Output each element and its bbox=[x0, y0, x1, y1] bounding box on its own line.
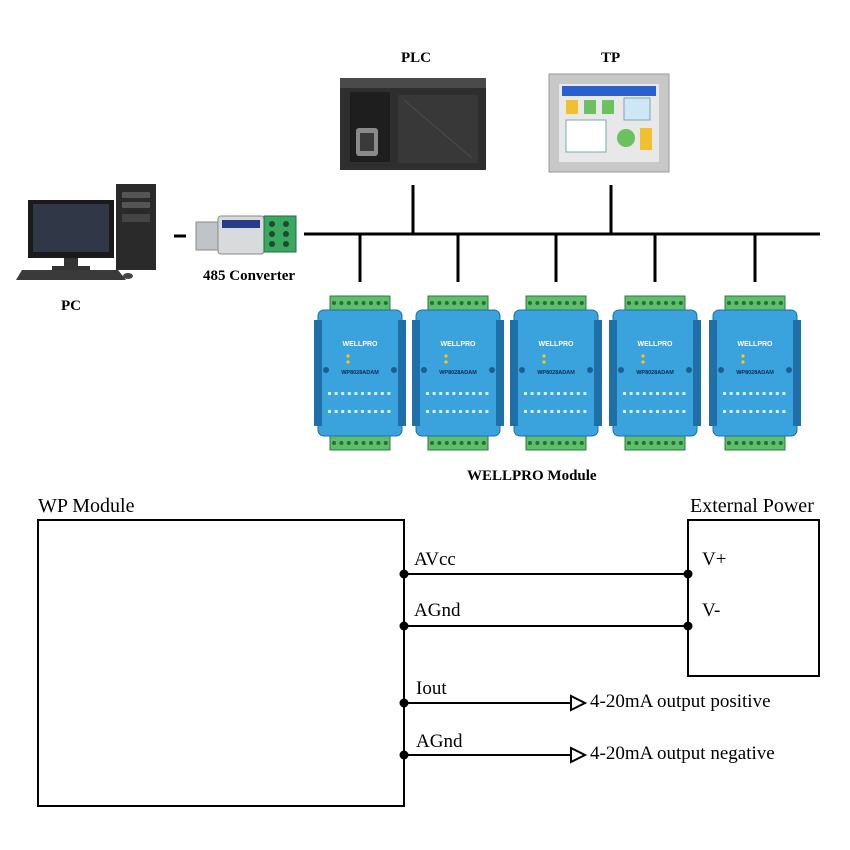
wellpro-module-icon: WELLPRO WP8028ADAM bbox=[709, 295, 801, 451]
module-brand: WELLPRO bbox=[638, 341, 674, 348]
module-brand: WELLPRO bbox=[539, 341, 575, 348]
external-power-label: External Power bbox=[690, 495, 814, 517]
pc-icon bbox=[16, 184, 156, 280]
wellpro-module-icon: WELLPRO WP8028ADAM bbox=[314, 295, 406, 451]
module-model: WP8028ADAM bbox=[439, 370, 477, 376]
vplus-label: V+ bbox=[702, 549, 727, 570]
wellpro-module-icon: WELLPRO WP8028ADAM bbox=[412, 295, 504, 451]
module-brand: WELLPRO bbox=[738, 341, 774, 348]
wp-module-box bbox=[37, 519, 405, 807]
module-model: WP8028ADAM bbox=[736, 370, 774, 376]
vminus-label: V- bbox=[702, 600, 721, 621]
converter-icon bbox=[195, 215, 297, 255]
wp-module-label: WP Module bbox=[38, 495, 135, 517]
converter-label: 485 Converter bbox=[203, 268, 296, 284]
iout-label: Iout bbox=[416, 678, 447, 699]
module-group-label: WELLPRO Module bbox=[467, 468, 597, 484]
tp-label: TP bbox=[601, 50, 621, 66]
agnd-label: AGnd bbox=[414, 600, 461, 621]
touch-panel-icon bbox=[548, 73, 670, 173]
avcc-label: AVcc bbox=[414, 549, 456, 570]
pc-label: PC bbox=[61, 298, 81, 314]
module-model: WP8028ADAM bbox=[341, 370, 379, 376]
module-model: WP8028ADAM bbox=[537, 370, 575, 376]
plc-icon bbox=[340, 78, 486, 170]
agnd-output-label: AGnd bbox=[416, 731, 463, 752]
wellpro-module-icon: WELLPRO WP8028ADAM bbox=[609, 295, 701, 451]
plc-label: PLC bbox=[401, 50, 431, 66]
module-brand: WELLPRO bbox=[441, 341, 477, 348]
wellpro-module-icon: WELLPRO WP8028ADAM bbox=[510, 295, 602, 451]
external-power-box bbox=[687, 519, 820, 677]
output-negative-label: 4-20mA output negative bbox=[590, 743, 775, 764]
module-brand: WELLPRO bbox=[343, 341, 379, 348]
output-positive-label: 4-20mA output positive bbox=[590, 691, 771, 712]
module-model: WP8028ADAM bbox=[636, 370, 674, 376]
arrow-positive-icon bbox=[570, 694, 588, 712]
arrow-negative-icon bbox=[570, 746, 588, 764]
